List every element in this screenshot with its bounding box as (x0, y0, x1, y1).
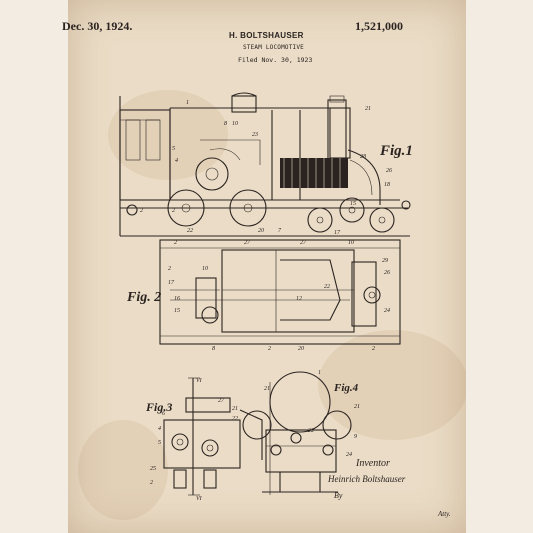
svg-text:7: 7 (278, 228, 282, 234)
inventor-signature-block: Inventor Heinrich Boltshauser By Atty. (326, 458, 461, 528)
svg-text:22: 22 (187, 228, 193, 234)
svg-text:2: 2 (150, 480, 153, 486)
svg-text:27: 27 (300, 240, 307, 246)
svg-text:8: 8 (212, 346, 215, 352)
figure-1-drawing: 1 21 5 4 8 10 23 28 26 18 2 2 22 20 7 17… (119, 92, 411, 237)
svg-text:21: 21 (264, 386, 270, 392)
svg-text:20: 20 (298, 346, 304, 352)
svg-text:VI: VI (196, 496, 203, 502)
svg-text:24: 24 (384, 307, 390, 314)
filed-date: Filed Nov. 30, 1923 (238, 56, 313, 64)
svg-text:17: 17 (334, 230, 341, 236)
svg-text:1: 1 (318, 370, 321, 376)
svg-text:1: 1 (186, 100, 189, 106)
svg-text:22: 22 (324, 284, 330, 290)
svg-text:24: 24 (346, 451, 352, 458)
svg-text:15: 15 (350, 201, 356, 207)
svg-text:2: 2 (140, 208, 143, 214)
svg-text:27: 27 (218, 398, 225, 404)
figure-2-drawing: 2 27 27 10 2 10 17 16 15 8 2 20 2 29 26 … (159, 239, 401, 352)
svg-text:18: 18 (384, 182, 390, 188)
svg-text:22: 22 (308, 428, 314, 434)
svg-text:20: 20 (258, 228, 264, 234)
svg-text:6: 6 (162, 411, 165, 417)
svg-text:16: 16 (174, 296, 180, 302)
svg-text:4: 4 (175, 157, 178, 164)
attorney-by: By (334, 491, 343, 500)
inventor-name: H. BOLTSHAUSER (229, 31, 304, 40)
patent-number: 1,521,000 (355, 19, 403, 33)
svg-text:27: 27 (244, 240, 251, 246)
figure-1-label: Fig.1 (380, 143, 413, 159)
svg-text:22: 22 (232, 416, 238, 422)
svg-text:23: 23 (252, 132, 258, 138)
figure-3-label: Fig.3 (146, 400, 173, 414)
svg-text:4: 4 (158, 425, 161, 432)
svg-text:10: 10 (348, 240, 354, 246)
svg-text:5: 5 (158, 440, 161, 446)
svg-text:8: 8 (224, 121, 227, 127)
svg-text:2: 2 (172, 208, 175, 214)
svg-text:17: 17 (168, 280, 175, 286)
paper-stain (318, 330, 466, 440)
svg-text:2: 2 (174, 240, 177, 246)
svg-text:9: 9 (354, 434, 357, 440)
svg-text:10: 10 (202, 266, 208, 272)
patent-title: STEAM LOCOMOTIVE (243, 44, 304, 51)
paper-stain (108, 90, 228, 180)
figure-4-drawing: 1 21 21 9 24 22 (242, 370, 360, 495)
svg-text:2: 2 (268, 346, 271, 352)
figure-2-label: Fig. 2 (127, 290, 162, 305)
svg-text:2: 2 (168, 266, 171, 272)
patent-date: Dec. 30, 1924. (62, 19, 133, 33)
inventor-label: Inventor (356, 458, 390, 469)
svg-text:21: 21 (354, 404, 360, 410)
svg-text:VI: VI (196, 378, 203, 384)
svg-text:26: 26 (386, 168, 392, 174)
svg-text:29: 29 (382, 258, 388, 264)
svg-text:21: 21 (232, 406, 238, 412)
svg-text:25: 25 (150, 466, 156, 472)
svg-text:28: 28 (360, 154, 366, 160)
figure-3-drawing: VI VI 6 4 5 27 21 22 25 2 (150, 377, 263, 502)
svg-text:5: 5 (172, 146, 175, 152)
svg-text:15: 15 (174, 308, 180, 314)
paper-stain (78, 420, 168, 520)
attorney-label: Atty. (438, 510, 451, 518)
inventor-signature: Heinrich Boltshauser (328, 474, 406, 484)
svg-text:12: 12 (296, 296, 302, 302)
svg-text:21: 21 (365, 106, 371, 112)
svg-text:10: 10 (232, 121, 238, 127)
svg-text:2: 2 (372, 346, 375, 352)
figure-4-label: Fig.4 (334, 382, 359, 394)
svg-text:26: 26 (384, 270, 390, 276)
